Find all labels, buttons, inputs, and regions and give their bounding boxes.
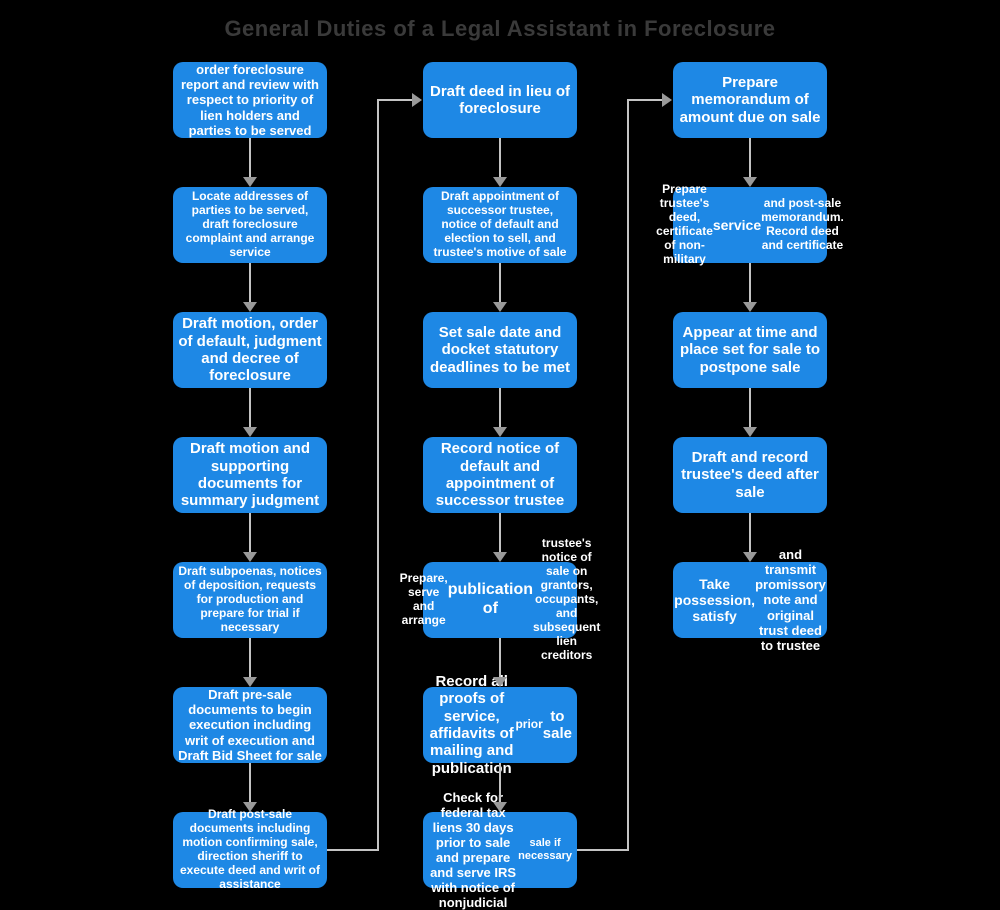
node-text: Appear at time and place set for sale to… (679, 323, 821, 376)
node-take-possession: Take possession, satisfy and transmit pr… (673, 547, 827, 653)
connector-line (749, 263, 751, 303)
connector-line (499, 638, 501, 678)
node-draft-subpoenas: Draft subpoenas, notices of deposition, … (173, 562, 327, 638)
node-text: Draft subpoenas, notices of deposition, … (178, 564, 322, 634)
node-text: Prepare memorandum of amount due on sale (679, 73, 821, 126)
node-appear-at-sale: Appear at time and place set for sale to… (673, 312, 827, 388)
connector-line (249, 638, 251, 678)
connector-line (249, 263, 251, 303)
connector-line (499, 138, 501, 178)
arrowhead-down-icon (743, 177, 757, 187)
node-text: Draft motion, order of default, judgment… (178, 315, 322, 385)
node-text-part: Prepare trustee's deed, certificate of n… (656, 182, 713, 266)
connector-line (749, 138, 751, 178)
node-federal-tax-liens: Check for federal tax liens 30 days prio… (423, 790, 577, 910)
node-set-sale-date: Set sale date and docket statutory deadl… (423, 312, 577, 388)
node-text: Draft and record trustee's deed after sa… (681, 448, 819, 501)
arrowhead-down-icon (743, 552, 757, 562)
node-text-part: Take possession, satisfy (674, 575, 756, 625)
node-text-part: publication of (447, 581, 534, 617)
node-memorandum-amount-due: Prepare memorandum of amount due on sale (673, 62, 827, 138)
node-publication-notice-of-sale: Prepare, serve and arrange publication o… (400, 536, 601, 661)
node-pre-sale-documents: Draft pre-sale documents to begin execut… (173, 687, 327, 763)
node-text: Draft appointment of successor trustee, … (433, 189, 567, 259)
node-text-part: Prepare, serve and arrange (399, 571, 448, 627)
connector-line (377, 99, 379, 851)
node-order-foreclosure-report: order foreclosure report and review with… (173, 62, 327, 138)
connector-line (749, 513, 751, 553)
node-record-notice-default: Record notice of default and appointment… (423, 437, 577, 513)
node-text: Draft post-sale documents including moti… (179, 807, 321, 891)
arrowhead-down-icon (243, 802, 257, 812)
node-text: Locate addresses of parties to be served… (185, 189, 315, 259)
node-locate-addresses: Locate addresses of parties to be served… (173, 187, 327, 263)
arrowhead-down-icon (493, 552, 507, 562)
arrowhead-down-icon (243, 177, 257, 187)
connector-line (749, 388, 751, 428)
connector-line (499, 263, 501, 303)
arrowhead-down-icon (493, 802, 507, 812)
node-record-trustees-deed: Draft and record trustee's deed after sa… (673, 437, 827, 513)
arrowhead-down-icon (493, 302, 507, 312)
node-summary-judgment: Draft motion and supporting documents fo… (173, 437, 327, 513)
connector-line (499, 763, 501, 803)
connector-line (629, 99, 663, 101)
arrowhead-down-icon (243, 552, 257, 562)
node-text-part: to sale (542, 707, 572, 742)
connector-line (627, 99, 629, 851)
arrowhead-down-icon (243, 677, 257, 687)
connector-line (499, 388, 501, 428)
node-text: Record notice of default and appointment… (435, 440, 565, 510)
node-text-part: prior (515, 717, 543, 732)
node-appoint-successor-trustee: Draft appointment of successor trustee, … (423, 187, 577, 263)
arrowhead-down-icon (243, 302, 257, 312)
node-text-part: and post-sale memorandum. Record deed an… (761, 196, 844, 252)
diagram-title: General Duties of a Legal Assistant in F… (224, 16, 776, 41)
connector-line (499, 513, 501, 553)
node-post-sale-documents: Draft post-sale documents including moti… (173, 807, 327, 891)
node-text-part: service (712, 216, 762, 233)
node-draft-motion-default: Draft motion, order of default, judgment… (173, 312, 327, 388)
arrowhead-down-icon (493, 677, 507, 687)
arrowhead-right-icon (412, 93, 422, 107)
connector-line (379, 99, 413, 101)
node-text-part: Record all proofs of service, affidavits… (429, 672, 514, 777)
arrowhead-down-icon (243, 427, 257, 437)
arrowhead-down-icon (493, 427, 507, 437)
connector-line (249, 138, 251, 178)
node-text: Draft pre-sale documents to begin execut… (178, 687, 322, 763)
arrowhead-right-icon (662, 93, 672, 107)
connector-line (249, 513, 251, 553)
node-text: Draft motion and supporting documents fo… (180, 440, 320, 510)
node-text-part: trustee's notice of sale on grantors, oc… (533, 536, 601, 662)
node-text-part: sale if necessary (518, 837, 572, 862)
connector-line (249, 388, 251, 428)
node-trustees-deed-certificate: Prepare trustee's deed, certificate of n… (656, 182, 844, 266)
connector-line (577, 849, 628, 851)
node-text: Draft deed in lieu of foreclosure (429, 82, 570, 117)
arrowhead-down-icon (743, 427, 757, 437)
node-record-proofs-of-service: Record all proofs of service, affidavits… (423, 673, 577, 777)
node-text-part: and transmit promissory note and origina… (755, 547, 826, 653)
node-text: order foreclosure report and review with… (181, 62, 319, 138)
node-deed-in-lieu: Draft deed in lieu of foreclosure (423, 62, 577, 138)
connector-line (249, 763, 251, 803)
arrowhead-down-icon (493, 177, 507, 187)
arrowhead-down-icon (743, 302, 757, 312)
connector-line (327, 849, 378, 851)
node-text: Set sale date and docket statutory deadl… (429, 323, 571, 376)
